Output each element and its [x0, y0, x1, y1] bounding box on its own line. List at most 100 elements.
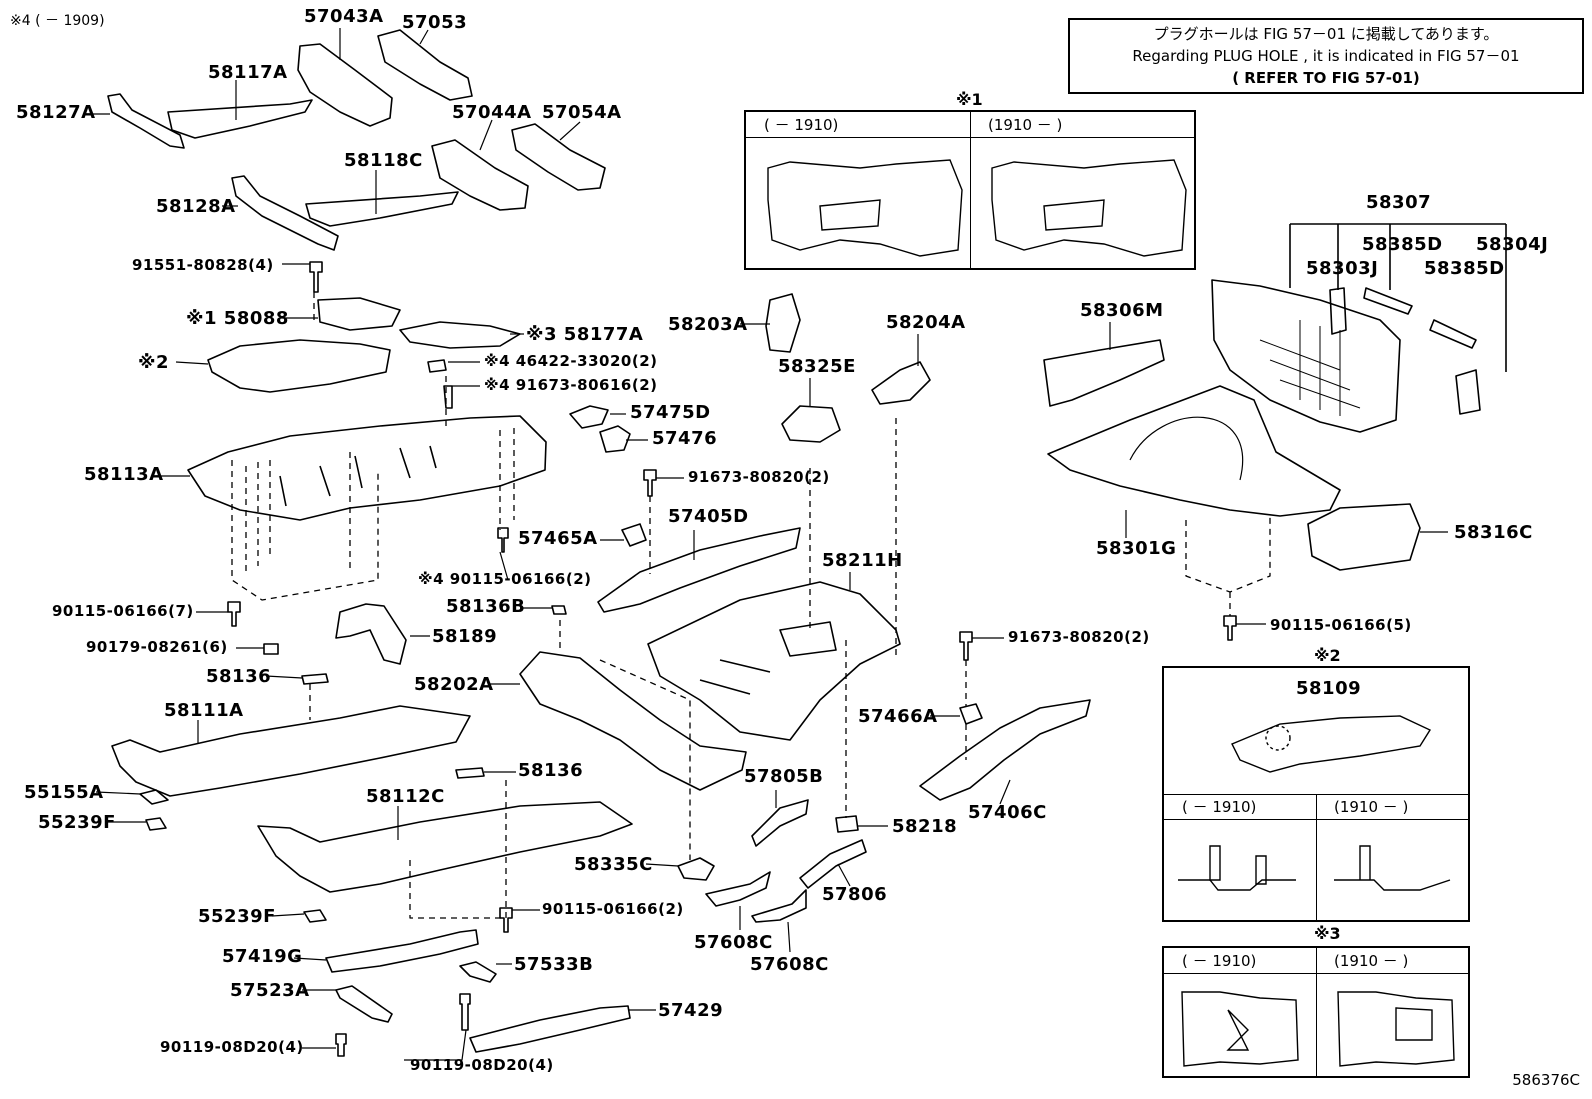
label-58113A[interactable]: 58113A	[84, 464, 164, 485]
label-58136B[interactable]: 58136B	[446, 596, 526, 617]
label-58088[interactable]: ※1 58088	[186, 308, 289, 329]
part-55239F-b-shape	[303, 909, 327, 923]
label-58385D-a[interactable]: 58385D	[1362, 234, 1443, 255]
inset3-right-header: (1910 － )	[1316, 948, 1468, 974]
part-57405D-shape	[597, 527, 801, 613]
inset1-right-header: (1910 － )	[970, 112, 1194, 138]
inset2-left-header: ( － 1910)	[1164, 794, 1316, 820]
label-58118C[interactable]: 58118C	[344, 150, 423, 171]
part-58117A-shape	[167, 99, 313, 139]
label-90179-08261[interactable]: 90179-08261(6)	[86, 638, 228, 656]
bolt-91673-80820a-shape	[643, 469, 657, 497]
bolt-90115-06166-2-shape	[499, 907, 513, 933]
part-57608C-a-shape	[705, 871, 771, 907]
label-90119-08D20-a[interactable]: 90119-08D20(4)	[160, 1038, 304, 1056]
label-58128A[interactable]: 58128A	[156, 196, 236, 217]
part-58303J-shape	[1329, 287, 1347, 335]
part-57419G-shape	[325, 929, 479, 973]
label-58136-lower[interactable]: 58136	[518, 760, 584, 781]
label-58088-variant2[interactable]: ※2	[138, 352, 170, 373]
label-58117A[interactable]: 58117A	[208, 62, 288, 83]
label-90115-06166-x4[interactable]: ※4 90115-06166(2)	[418, 570, 592, 588]
label-58304J[interactable]: 58304J	[1476, 234, 1549, 255]
label-57429[interactable]: 57429	[658, 1000, 724, 1021]
label-58306M[interactable]: 58306M	[1080, 300, 1164, 321]
part-58301G-shape	[1047, 385, 1341, 517]
label-58385D-b[interactable]: 58385D	[1424, 258, 1505, 279]
label-57405D[interactable]: 57405D	[668, 506, 749, 527]
label-57475D[interactable]: 57475D	[630, 402, 711, 423]
label-90119-08D20-b[interactable]: 90119-08D20(4)	[410, 1056, 554, 1074]
label-57533B[interactable]: 57533B	[514, 954, 594, 975]
label-58307[interactable]: 58307	[1366, 192, 1432, 213]
label-58316C[interactable]: 58316C	[1454, 522, 1533, 543]
label-58211H[interactable]: 58211H	[822, 550, 903, 571]
part-57043A-shape	[297, 43, 393, 127]
part-58088-shape	[317, 297, 401, 331]
part-57406C-shape	[919, 699, 1091, 801]
label-57419G[interactable]: 57419G	[222, 946, 303, 967]
figure-id: 586376C	[1512, 1071, 1580, 1089]
part-58316C-shape	[1307, 503, 1421, 571]
label-58112C[interactable]: 58112C	[366, 786, 445, 807]
label-57466A[interactable]: 57466A	[858, 706, 938, 727]
label-91673-80616[interactable]: ※4 91673-80616(2)	[484, 376, 658, 394]
info-line-jp: プラグホールは FIG 57－01 に掲載してあります。	[1153, 25, 1499, 43]
label-57043A[interactable]: 57043A	[304, 6, 384, 27]
label-57806[interactable]: 57806	[822, 884, 888, 905]
label-58189[interactable]: 58189	[432, 626, 498, 647]
label-58303J[interactable]: 58303J	[1306, 258, 1379, 279]
label-58203A[interactable]: 58203A	[668, 314, 748, 335]
part-57465A-shape	[621, 523, 647, 547]
part-57429-shape	[469, 1005, 631, 1053]
label-58301G[interactable]: 58301G	[1096, 538, 1177, 559]
label-46422-33020[interactable]: ※4 46422-33020(2)	[484, 352, 658, 370]
label-57053[interactable]: 57053	[402, 12, 468, 33]
label-91551-80828[interactable]: 91551-80828(4)	[132, 256, 274, 274]
info-line-en: Regarding PLUG HOLE , it is indicated in…	[1132, 47, 1520, 65]
part-58111A-shape	[111, 705, 471, 797]
label-58204A[interactable]: 58204A	[886, 312, 966, 333]
label-58177A[interactable]: ※3 58177A	[526, 324, 644, 345]
label-58325E[interactable]: 58325E	[778, 356, 856, 377]
part-58113A-shape	[187, 415, 547, 521]
label-58127A[interactable]: 58127A	[16, 102, 96, 123]
part-58203A-shape	[765, 293, 801, 353]
label-57465A[interactable]: 57465A	[518, 528, 598, 549]
label-91673-80820-b[interactable]: 91673-80820(2)	[1008, 628, 1150, 646]
label-57608C-b[interactable]: 57608C	[750, 954, 829, 975]
part-58385D-a-shape	[1363, 287, 1413, 315]
part-57053-shape	[377, 29, 473, 101]
label-90115-06166-5[interactable]: 90115-06166(5)	[1270, 616, 1412, 634]
part-58136a-shape	[301, 673, 329, 685]
label-57054A[interactable]: 57054A	[542, 102, 622, 123]
part-55155A-shape	[139, 789, 169, 805]
part-58385D-b-shape	[1429, 319, 1477, 349]
label-58335C[interactable]: 58335C	[574, 854, 653, 875]
label-91673-80820-a[interactable]: 91673-80820(2)	[688, 468, 830, 486]
label-58136-upper[interactable]: 58136	[206, 666, 272, 687]
label-57406C[interactable]: 57406C	[968, 802, 1047, 823]
label-57805B[interactable]: 57805B	[744, 766, 824, 787]
label-57044A[interactable]: 57044A	[452, 102, 532, 123]
part-58177A-shape	[399, 321, 521, 349]
plug-hole-info-box: プラグホールは FIG 57－01 に掲載してあります。 Regarding P…	[1068, 18, 1584, 94]
label-55239F-a[interactable]: 55239F	[38, 812, 116, 833]
label-58202A[interactable]: 58202A	[414, 674, 494, 695]
inset1-divider	[970, 112, 971, 268]
label-55155A[interactable]: 55155A	[24, 782, 104, 803]
label-90115-06166-2[interactable]: 90115-06166(2)	[542, 900, 684, 918]
label-58111A[interactable]: 58111A	[164, 700, 244, 721]
label-55239F-b[interactable]: 55239F	[198, 906, 276, 927]
nut-46422-shape	[427, 359, 447, 373]
label-57523A[interactable]: 57523A	[230, 980, 310, 1001]
part-57533B-shape	[459, 961, 497, 983]
label-57476[interactable]: 57476	[652, 428, 718, 449]
label-57608C-a[interactable]: 57608C	[694, 932, 773, 953]
bolt-90115-06166-7-shape	[227, 601, 241, 627]
label-90115-06166-7[interactable]: 90115-06166(7)	[52, 602, 194, 620]
part-58204A-shape	[871, 361, 931, 405]
part-58112C-shape	[257, 801, 633, 893]
label-58218[interactable]: 58218	[892, 816, 958, 837]
